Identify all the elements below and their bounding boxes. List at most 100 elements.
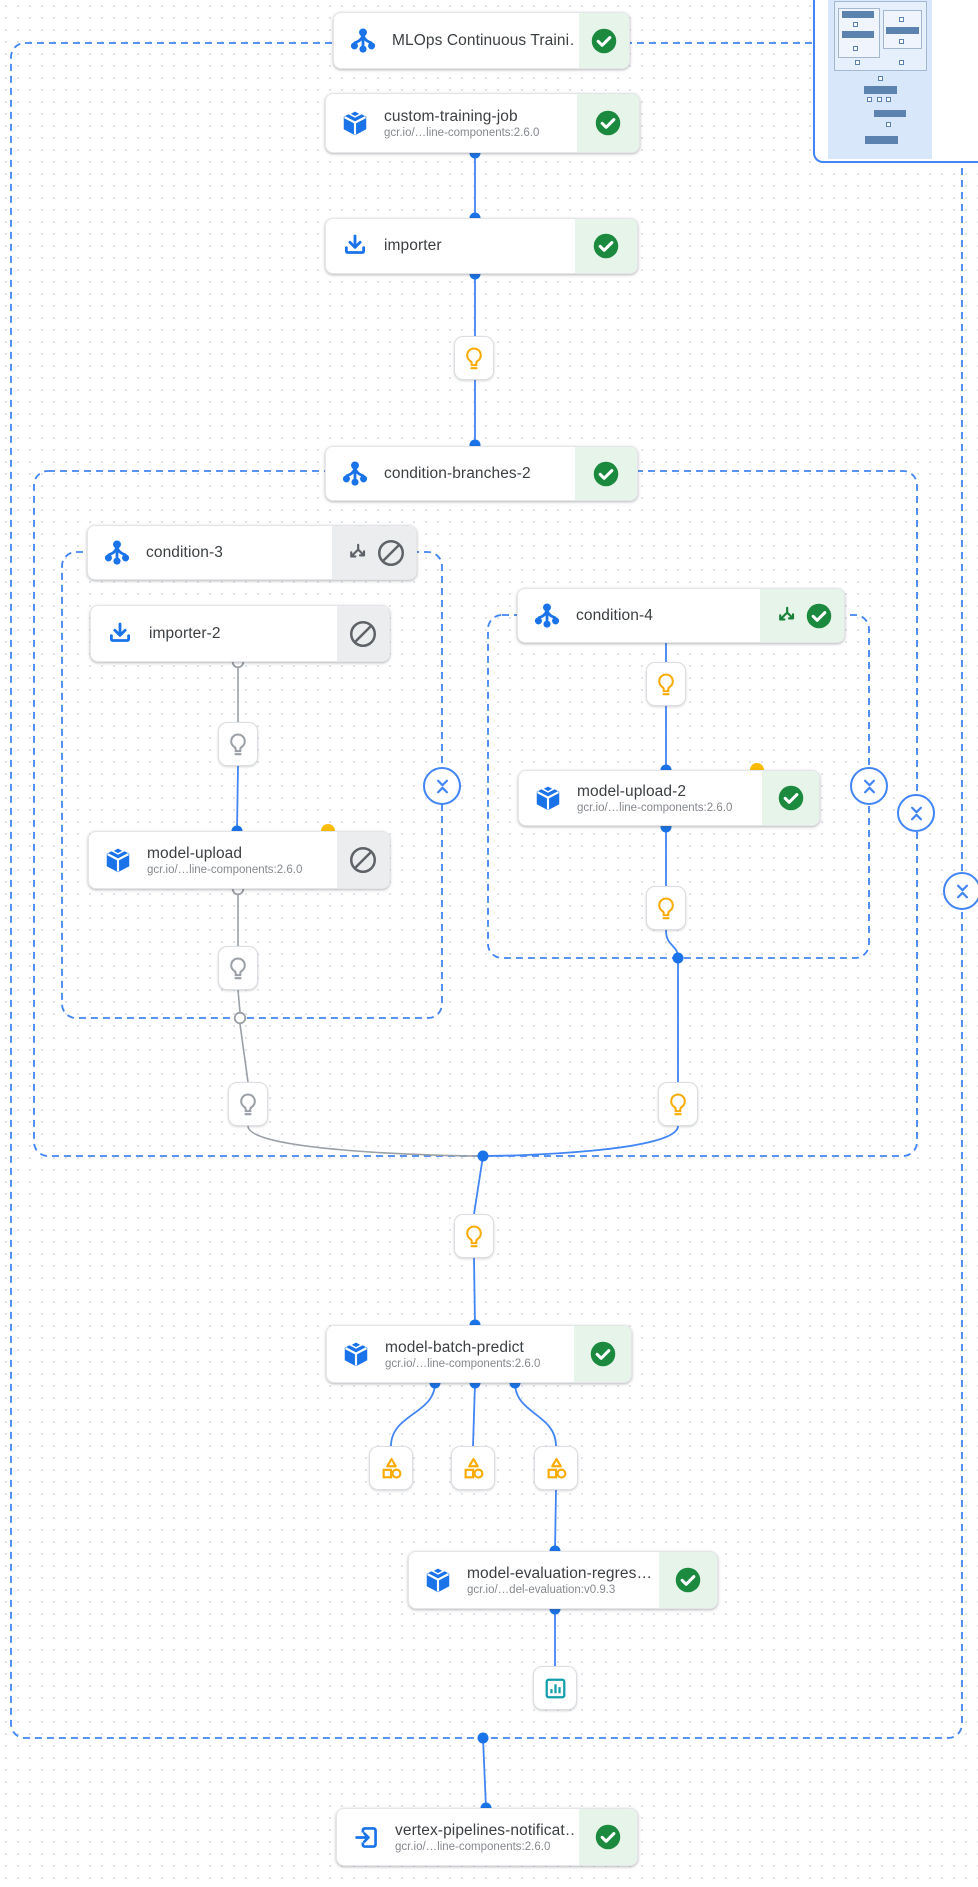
status-area: [574, 1326, 631, 1382]
success-check-icon: [674, 1566, 702, 1594]
node-mlops-root[interactable]: MLOps Continuous Traini…: [333, 12, 630, 69]
status-area: [332, 526, 416, 579]
status-area: [762, 771, 819, 825]
cube-icon: [89, 845, 147, 875]
node-title: vertex-pipelines-notificat…: [395, 1821, 575, 1839]
success-check-icon: [777, 784, 805, 812]
lightbulb-badge-yellow[interactable]: [646, 886, 686, 930]
lightbulb-icon: [461, 345, 487, 371]
artifact-shapes-badge[interactable]: [534, 1446, 578, 1490]
node-condition-3[interactable]: condition-3: [87, 525, 417, 580]
node-subtitle: gcr.io/…line-components:2.6.0: [577, 801, 733, 814]
minimap-node: [864, 86, 897, 94]
edge: [390, 1382, 436, 1447]
artifact-shapes-badge[interactable]: [369, 1446, 413, 1490]
node-importer-2[interactable]: importer-2: [90, 605, 390, 662]
status-area: [579, 1809, 637, 1865]
minimap-artifact: [853, 22, 858, 27]
collapse-condition-4-button[interactable]: [850, 767, 888, 805]
skipped-icon: [376, 538, 406, 568]
branch-taken-icon: [772, 603, 798, 629]
condition-branch-icon: [88, 538, 146, 568]
edge-skipped: [247, 1125, 479, 1157]
lightbulb-icon: [653, 895, 679, 921]
connector-dot: [477, 1732, 489, 1744]
node-text: condition-3: [146, 544, 332, 562]
cube-icon: [327, 1339, 385, 1369]
status-area: [575, 447, 637, 500]
exit-icon: [337, 1823, 395, 1852]
condition-branch-icon: [326, 459, 384, 489]
node-title: model-upload: [147, 844, 243, 862]
importer-icon: [91, 620, 149, 648]
node-text: importer-2: [149, 625, 337, 643]
lightbulb-badge-grey[interactable]: [218, 722, 258, 766]
node-subtitle: gcr.io/…line-components:2.6.0: [385, 1357, 541, 1370]
lightbulb-badge-grey[interactable]: [218, 946, 258, 990]
success-check-icon: [805, 602, 833, 630]
node-text: MLOps Continuous Traini…: [392, 32, 579, 50]
node-text: model-evaluation-regres…gcr.io/…del-eval…: [467, 1565, 659, 1596]
node-text: condition-4: [576, 607, 760, 625]
connector-dot: [672, 952, 684, 964]
node-model-evaluation[interactable]: model-evaluation-regres…gcr.io/…del-eval…: [408, 1551, 718, 1609]
collapse-condition-branches-2-button[interactable]: [897, 794, 935, 832]
branch-result-icon: [343, 540, 369, 566]
lightbulb-badge-yellow[interactable]: [454, 1214, 494, 1258]
edge: [473, 1257, 476, 1326]
condition-branch-icon: [518, 601, 576, 631]
lightbulb-badge-grey[interactable]: [228, 1082, 268, 1126]
node-subtitle: gcr.io/…line-components:2.6.0: [384, 126, 540, 139]
status-area: [659, 1552, 717, 1608]
lightbulb-badge-yellow[interactable]: [646, 662, 686, 706]
node-title: model-upload-2: [577, 782, 687, 800]
minimap-artifact: [899, 17, 904, 22]
success-check-icon: [594, 109, 622, 137]
condition-branch-icon: [334, 26, 392, 56]
node-title: condition-branches-2: [384, 464, 531, 482]
collapse-icon: [431, 775, 454, 798]
node-condition-4[interactable]: condition-4: [517, 588, 845, 643]
node-condition-branches-2[interactable]: condition-branches-2: [325, 446, 638, 501]
minimap[interactable]: [813, 0, 978, 163]
lightbulb-icon: [225, 731, 251, 757]
node-importer[interactable]: importer: [325, 218, 638, 274]
collapse-outer-button[interactable]: [943, 872, 978, 910]
cube-icon: [409, 1565, 467, 1595]
artifact-shapes-badge[interactable]: [451, 1446, 495, 1490]
importer-icon: [326, 232, 384, 260]
node-title: condition-4: [576, 606, 653, 624]
lightbulb-badge-yellow[interactable]: [454, 336, 494, 380]
minimap-artifact: [855, 60, 860, 65]
edge: [485, 1125, 679, 1157]
metrics-icon: [542, 1675, 569, 1702]
collapse-icon: [905, 802, 928, 825]
status-area: [760, 589, 844, 642]
node-title: MLOps Continuous Traini…: [392, 31, 575, 49]
lightbulb-icon: [653, 671, 679, 697]
minimap-node: [865, 136, 898, 144]
lightbulb-badge-yellow[interactable]: [658, 1082, 698, 1126]
metrics-chart-badge[interactable]: [533, 1666, 577, 1710]
node-vertex-pipelines-notification[interactable]: vertex-pipelines-notificat…gcr.io/…line-…: [336, 1808, 638, 1866]
node-title: custom-training-job: [384, 107, 518, 125]
collapse-icon: [951, 880, 974, 903]
connector-dot: [477, 1150, 489, 1162]
edge: [473, 1155, 484, 1215]
edge: [554, 1489, 557, 1552]
collapse-condition-3-button[interactable]: [423, 767, 461, 805]
minimap-artifact: [878, 76, 883, 81]
cube-icon: [326, 108, 384, 138]
node-text: importer: [384, 237, 575, 255]
status-area: [579, 13, 629, 68]
success-check-icon: [592, 232, 620, 260]
